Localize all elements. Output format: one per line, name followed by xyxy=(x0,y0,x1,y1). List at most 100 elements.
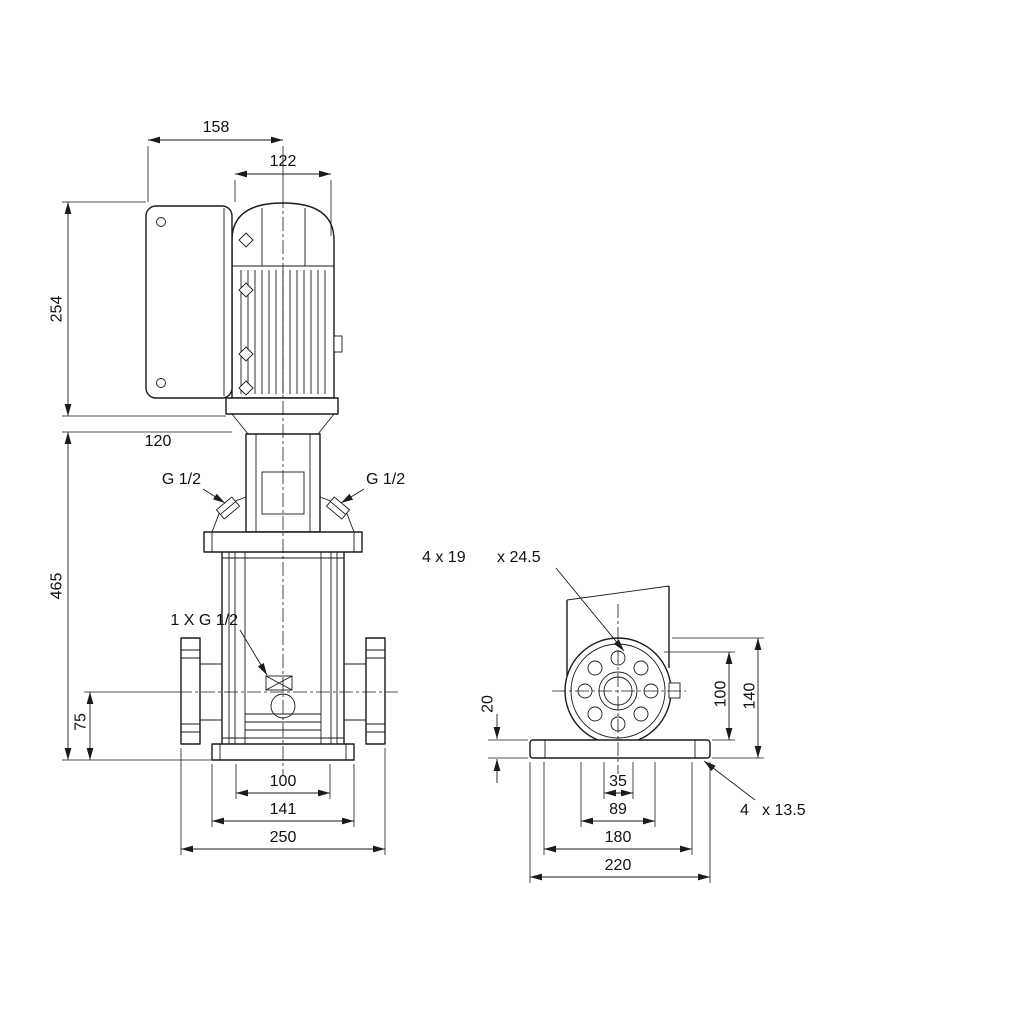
flange-bolt-lines xyxy=(181,649,200,733)
screw-icon xyxy=(156,217,166,227)
leader-line xyxy=(340,488,365,504)
dim-100-label: 100 xyxy=(713,681,730,708)
base-hole-note-b: x 13.5 xyxy=(762,802,806,819)
base-edges xyxy=(219,744,347,760)
callout-drain: 1 X G 1/2 xyxy=(170,612,268,676)
bolt-hole-icon xyxy=(633,660,649,676)
column-section xyxy=(566,585,670,676)
dim-140-label: 140 xyxy=(742,683,759,710)
extension-line xyxy=(62,201,226,417)
motor-flange xyxy=(225,397,339,415)
extension-line xyxy=(211,764,355,827)
dim-141-label: 141 xyxy=(270,801,297,818)
callout-g-half-left: G 1/2 xyxy=(162,471,226,504)
dim-158-label: 158 xyxy=(203,119,230,136)
dim-180-label: 180 xyxy=(605,829,632,846)
leader-line xyxy=(555,567,625,652)
flange-transition-lines xyxy=(231,413,335,435)
dim-254-label: 254 xyxy=(49,296,66,323)
base-edges xyxy=(544,740,696,758)
extension-line xyxy=(580,762,656,827)
dim-254: 254 xyxy=(49,201,226,417)
callout-base-holes: 4 x 13.5 xyxy=(703,760,806,819)
dim-20-label: 20 xyxy=(480,695,497,713)
dim-140: 140 xyxy=(672,637,764,759)
head-flange-edges xyxy=(211,532,355,552)
pipe-stub xyxy=(344,663,366,721)
motor-boss xyxy=(333,335,343,353)
dim-35: 35 xyxy=(603,762,634,799)
coupling-guard-edges xyxy=(255,434,311,532)
flange-plate xyxy=(365,637,386,745)
column-walls xyxy=(566,586,670,676)
extension-line xyxy=(147,146,284,202)
leader-line xyxy=(202,488,226,504)
end-view: 4 x 19 x 24.5 20 100 140 35 xyxy=(422,549,806,883)
port-flange-left xyxy=(180,637,222,745)
vent-plug-left xyxy=(215,496,241,520)
g-half-left-label: G 1/2 xyxy=(162,471,201,488)
dim-465: 465 xyxy=(49,431,232,761)
dim-35-label: 35 xyxy=(609,773,627,790)
dim-120: 120 xyxy=(145,433,172,450)
motor-clamp-icon xyxy=(238,232,254,396)
dim-250-label: 250 xyxy=(270,829,297,846)
column-outer-walls xyxy=(221,552,345,744)
motor-cooling-fins xyxy=(240,270,326,394)
motor-casting-lines xyxy=(261,208,306,266)
base-hole-note-a: 4 xyxy=(740,802,749,819)
port-flange-right xyxy=(344,637,386,745)
flange-plate xyxy=(180,637,201,745)
dim-180: 180 xyxy=(543,762,693,855)
dim-250: 250 xyxy=(180,748,386,855)
extension-line xyxy=(180,748,386,855)
dim-141: 141 xyxy=(211,764,355,827)
dim-100-end: 100 xyxy=(664,651,735,741)
callout-flange-holes: 4 x 19 x 24.5 xyxy=(422,549,625,652)
dim-220: 220 xyxy=(529,762,711,883)
side-view: 158 122 254 120 465 75 100 xyxy=(49,119,405,855)
bolt-hole-icon xyxy=(633,706,649,722)
terminal-box xyxy=(145,205,233,399)
leader-line xyxy=(239,629,268,676)
drain-plug xyxy=(265,675,293,691)
dim-100-side: 100 xyxy=(235,764,331,799)
dim-220-label: 220 xyxy=(605,857,632,874)
callout-g-half-right: G 1/2 xyxy=(340,471,405,504)
extension-line xyxy=(62,431,232,761)
dim-75: 75 xyxy=(73,691,178,760)
dim-158: 158 xyxy=(147,119,284,202)
extension-line xyxy=(529,762,711,883)
plug-slot xyxy=(330,501,346,515)
chamber-walls xyxy=(244,552,322,744)
drain-label: 1 X G 1/2 xyxy=(170,612,238,629)
extension-line xyxy=(543,762,693,855)
extension-line xyxy=(664,651,735,741)
extension-line xyxy=(234,180,332,236)
screw-icon xyxy=(156,378,166,388)
dim-120-label: 120 xyxy=(145,433,172,450)
leader-line xyxy=(703,760,756,801)
flange-bolt-holes xyxy=(577,650,659,732)
vent-plug-right xyxy=(325,496,351,520)
pipe-stub xyxy=(200,663,222,721)
base-section xyxy=(529,739,711,759)
drain-plug-cross xyxy=(265,675,293,691)
break-line xyxy=(566,585,670,601)
tie-rods xyxy=(228,552,338,744)
bolt-hole-icon xyxy=(587,660,603,676)
motor xyxy=(231,202,343,399)
plug-slot xyxy=(220,501,236,515)
dim-122: 122 xyxy=(234,153,332,236)
dim-122-label: 122 xyxy=(270,153,297,170)
extension-line xyxy=(488,739,528,759)
terminal-box-body xyxy=(145,205,233,399)
dim-89-label: 89 xyxy=(609,801,627,818)
dim-465-label: 465 xyxy=(49,573,66,600)
g-half-right-label: G 1/2 xyxy=(366,471,405,488)
dim-89: 89 xyxy=(580,762,656,827)
bolt-hole-icon xyxy=(587,706,603,722)
flange-hole-note-a: 4 x 19 xyxy=(422,549,466,566)
